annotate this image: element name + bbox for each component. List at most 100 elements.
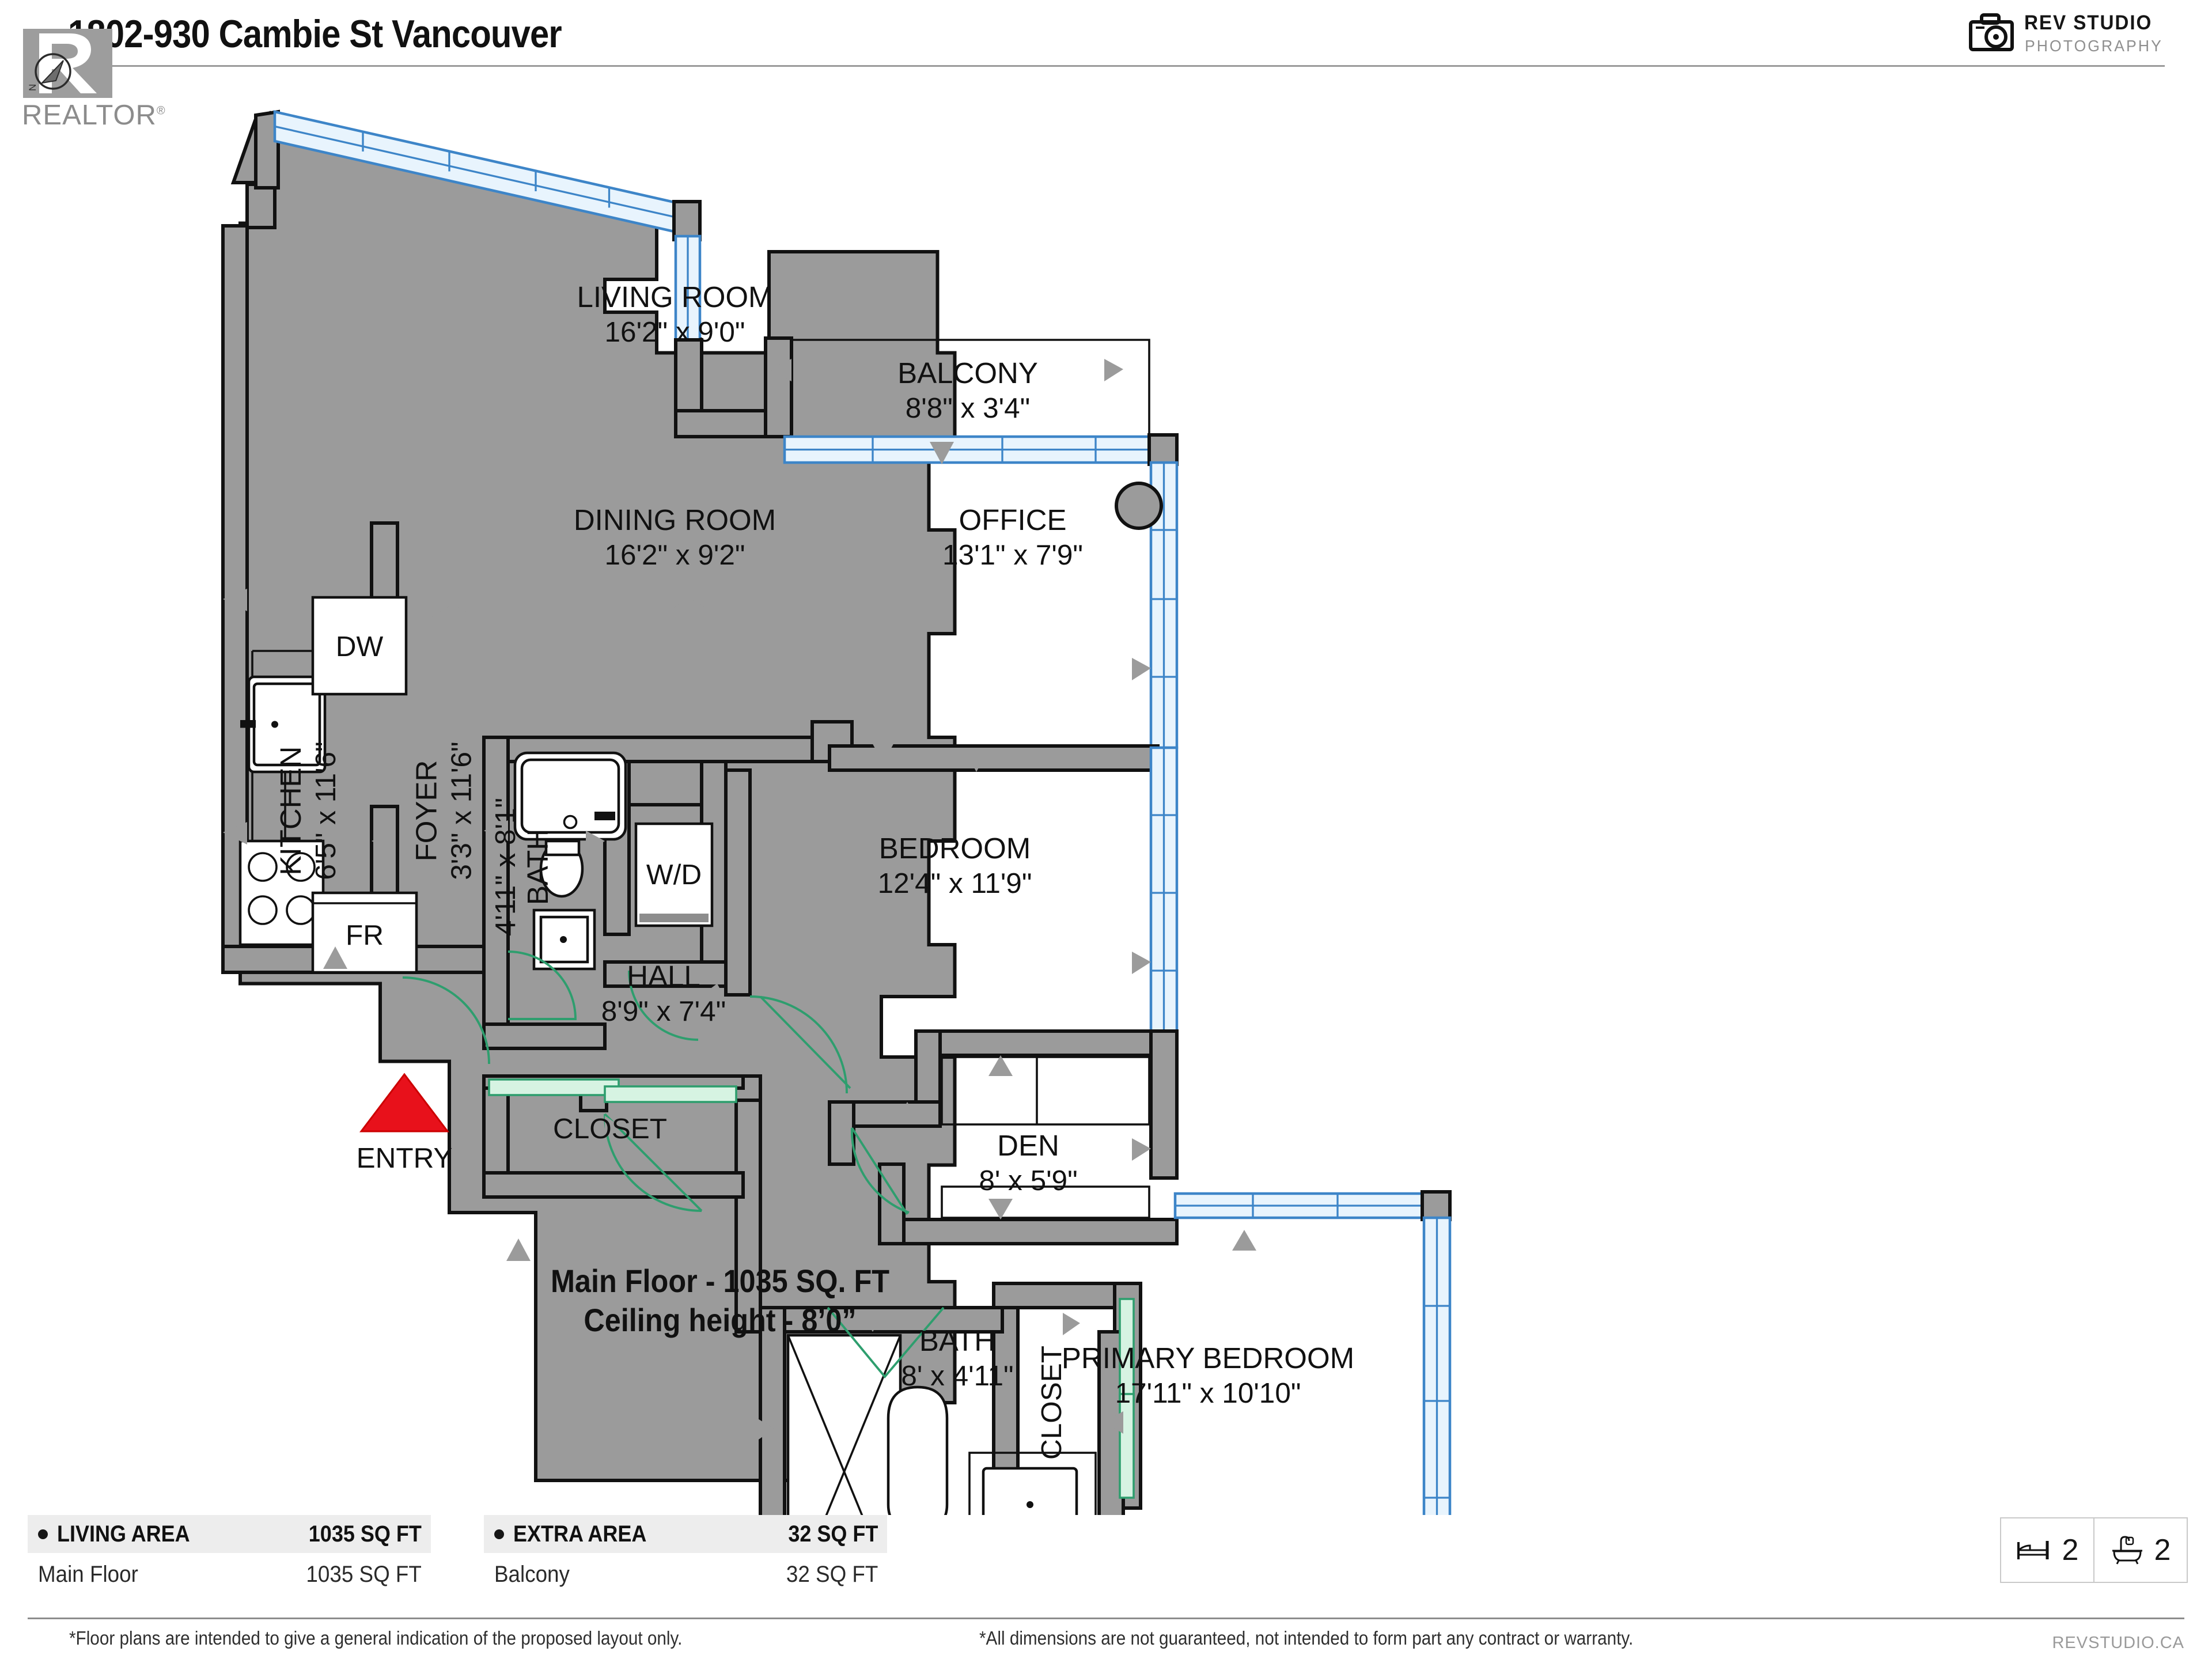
closet-sliding-doors (488, 1078, 1135, 1499)
bathtub-icon (2112, 1536, 2142, 1565)
living-area-table: LIVING AREA 1035 SQ FT Main Floor 1035 S… (28, 1515, 431, 1596)
wall-structure (221, 109, 1452, 1515)
realtor-logo: N REALTOR® (22, 29, 196, 131)
room-name: DEN (997, 1129, 1059, 1162)
header-divider (68, 65, 2165, 67)
extra-area-total: 32 SQ FT (787, 1521, 878, 1547)
row-label: Main Floor (38, 1561, 138, 1587)
table-row: Balcony 32 SQ FT (484, 1553, 887, 1596)
room-dimensions: 16'2" x 9'2" (605, 539, 745, 571)
bathroom-badge: 2 (2093, 1518, 2187, 1582)
floor-plan: .wall{fill:#9b9b9b;stroke:#111;stroke-wi… (0, 81, 2212, 1515)
svg-text:N: N (27, 84, 38, 91)
room-dimensions: 3'3" x 11'6" (446, 741, 478, 880)
room-name: BATH (919, 1324, 995, 1357)
room-name: BEDROOM (879, 832, 1031, 865)
room-name: OFFICE (959, 503, 1067, 536)
room-dimensions: 8' x 5'9" (979, 1165, 1077, 1196)
realtor-wordmark-text: REALTOR (22, 100, 157, 131)
room-dimensions: 8'8" x 3'4" (906, 392, 1030, 424)
entry-marker: ENTRY (357, 1073, 453, 1174)
rev-studio-subtitle: PHOTOGRAPHY (2025, 37, 2163, 55)
window-primary-north (1173, 1192, 1427, 1219)
appliance-label-fridge: FR (346, 919, 384, 951)
floor-plan-drawing: .wall{fill:#9b9b9b;stroke:#111;stroke-wi… (221, 109, 1452, 1515)
den-fixtures (941, 1056, 1150, 1219)
room-dimensions: 4'11" x 8'1" (490, 798, 521, 936)
camera-icon (1969, 13, 2014, 51)
room-dimensions: 12'4" x 11'9" (878, 868, 1032, 899)
floor-summary-text: Main Floor - 1035 SQ. FT Ceiling height … (518, 1262, 922, 1340)
extra-area-table: EXTRA AREA 32 SQ FT Balcony 32 SQ FT (484, 1515, 887, 1596)
extra-area-header: EXTRA AREA 32 SQ FT (484, 1515, 887, 1553)
room-name: FOYER (410, 760, 443, 862)
room-name: LIVING ROOM (577, 281, 772, 313)
realtor-trademark: ® (156, 104, 166, 118)
room-dimensions: 16'2" x 9'0" (605, 316, 745, 348)
rev-studio-logo: REV STUDIO PHOTOGRAPHY (1969, 9, 2188, 62)
room-dimensions: 6'5" x 11'6" (310, 741, 342, 880)
closet-label-hall: CLOSET (553, 1113, 667, 1145)
room-name: DINING ROOM (574, 503, 776, 536)
room-dimensions: 8'9" x 7'4" (601, 995, 726, 1027)
window-primary-east (1422, 1216, 1452, 1515)
rev-studio-name: REV STUDIO (2024, 12, 2153, 34)
bullet-icon (38, 1529, 48, 1539)
window-bedroom-east (1149, 746, 1179, 1035)
appliance-label-dishwasher: DW (336, 631, 384, 662)
living-area-label: LIVING AREA (57, 1521, 190, 1547)
bedroom-badge: 2 (2001, 1518, 2093, 1582)
row-label: Balcony (494, 1561, 570, 1587)
closet-label-primary: CLOSET (1036, 1346, 1067, 1460)
table-row: Main Floor 1035 SQ FT (28, 1553, 431, 1596)
room-name: KITCHEN (274, 747, 307, 876)
bedroom-count: 2 (2062, 1533, 2079, 1567)
living-area-header: LIVING AREA 1035 SQ FT (28, 1515, 431, 1553)
footer-section: LIVING AREA 1035 SQ FT Main Floor 1035 S… (0, 1515, 2212, 1659)
room-name: HALL (627, 960, 700, 993)
appliance-label-washer-dryer: W/D (646, 859, 702, 891)
room-dimensions: 8' x 4'11" (901, 1360, 1013, 1392)
room-dimensions: 17'11" x 10'10" (1115, 1377, 1301, 1409)
entry-label: ENTRY (357, 1142, 453, 1174)
window-living-right (674, 234, 702, 342)
disclaimer-right: *All dimensions are not guaranteed, not … (979, 1627, 1634, 1649)
window-balcony (783, 435, 1154, 464)
row-value: 1035 SQ FT (306, 1561, 422, 1587)
floor-summary-line1: Main Floor - 1035 SQ. FT (550, 1263, 890, 1299)
realtor-wordmark: REALTOR® (22, 99, 166, 131)
realtor-r-icon: N (27, 33, 97, 93)
row-value: 32 SQ FT (786, 1561, 878, 1587)
bullet-icon (494, 1529, 504, 1539)
room-name: BATH (521, 829, 554, 905)
website-label: REVSTUDIO.CA (2052, 1634, 2184, 1652)
bath-primary-fixtures (786, 1334, 1097, 1515)
balcony-outline (790, 339, 1150, 442)
floor-summary-line2: Ceiling height - 8’0” (584, 1302, 857, 1339)
room-name: PRIMARY BEDROOM (1062, 1342, 1354, 1374)
structural-column (1115, 482, 1163, 530)
disclaimer-left: *Floor plans are intended to give a gene… (69, 1627, 683, 1649)
kitchen-fixtures (238, 596, 418, 974)
page-title: 1802-930 Cambie St Vancouver (68, 12, 562, 56)
page-header: 1802-930 Cambie St Vancouver N REALTOR® … (0, 0, 2212, 131)
entry-triangle-icon (359, 1073, 450, 1132)
bath-main-fixtures (513, 751, 714, 971)
elevation-arrows (223, 359, 1256, 1441)
room-dimensions: 13'1" x 7'9" (942, 539, 1083, 571)
bed-icon (2017, 1541, 2049, 1559)
footer-divider (28, 1618, 2184, 1619)
living-area-total: 1035 SQ FT (308, 1521, 422, 1547)
